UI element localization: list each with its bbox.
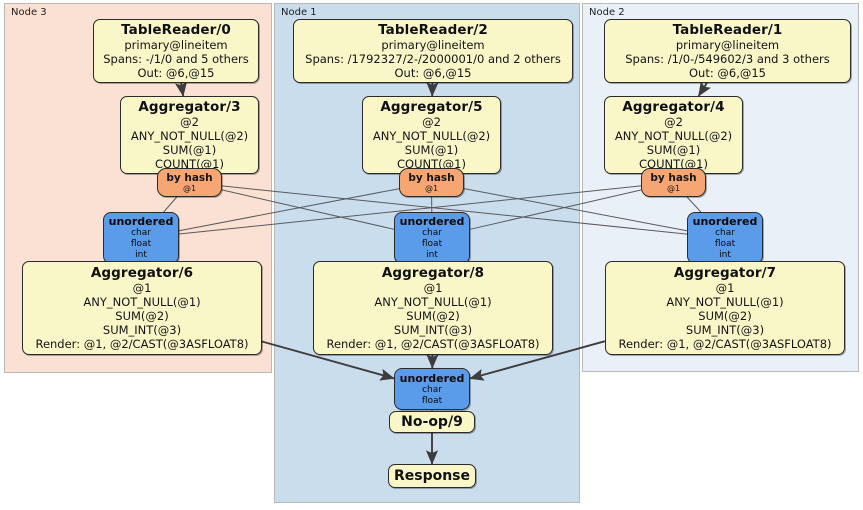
- node-detail-line: @2: [180, 115, 199, 129]
- node-title: unordered: [399, 371, 465, 385]
- node-title: unordered: [399, 215, 465, 228]
- node-detail-line: char: [131, 228, 151, 238]
- node-title: by hash: [650, 171, 697, 184]
- node-detail-line: ANY_NOT_NULL(@1): [83, 295, 201, 309]
- node-detail-line: ANY_NOT_NULL(@1): [666, 295, 784, 309]
- node-detail-line: @2: [664, 115, 683, 129]
- node-detail-line: Spans: /1792327/2-/2000001/0 and 2 other…: [305, 52, 561, 66]
- node-detail-line: @1: [423, 281, 443, 295]
- cluster-label: Node 1: [281, 7, 317, 18]
- node-detail-line: COUNT(@1): [639, 157, 708, 171]
- node-title: TableReader/1: [672, 22, 783, 38]
- node-detail-line: primary@lineitem: [381, 38, 485, 52]
- plan-node-hash5[interactable]: by hash@1: [399, 168, 464, 197]
- node-detail-line: Render: @1, @2/CAST(@3ASFLOAT8): [326, 337, 540, 351]
- node-detail-line: char: [422, 228, 442, 238]
- node-detail-line: ANY_NOT_NULL(@2): [130, 129, 249, 143]
- node-detail-line: ANY_NOT_NULL(@1): [374, 295, 492, 309]
- node-detail-line: Spans: /1/0-/549602/3 and 3 others: [625, 52, 830, 66]
- node-title: Aggregator/4: [622, 99, 725, 115]
- node-detail-line: SUM_INT(@3): [685, 323, 765, 337]
- node-detail-line: ANY_NOT_NULL(@2): [372, 129, 491, 143]
- node-title: TableReader/0: [121, 22, 231, 38]
- node-detail-line: @1: [715, 281, 735, 295]
- node-title: Aggregator/8: [381, 265, 485, 281]
- node-detail-line: Render: @1, @2/CAST(@3ASFLOAT8): [35, 337, 249, 351]
- node-detail-line: float: [421, 239, 443, 249]
- node-detail-line: SUM(@2): [698, 309, 752, 323]
- node-detail-line: SUM(@1): [162, 143, 217, 157]
- node-detail-line: @1: [182, 183, 197, 193]
- node-detail-line: SUM(@2): [115, 309, 169, 323]
- node-title: unordered: [108, 215, 174, 228]
- node-title: by hash: [408, 171, 455, 184]
- node-detail-line: float: [130, 239, 152, 249]
- plan-node-response[interactable]: Response: [388, 464, 476, 488]
- node-detail-line: @2: [422, 115, 441, 129]
- node-detail-line: @1: [424, 183, 439, 193]
- node-title: unordered: [692, 215, 758, 228]
- node-detail-line: Render: @1, @2/CAST(@3ASFLOAT8): [618, 337, 832, 351]
- plan-node-hash4[interactable]: by hash@1: [641, 168, 706, 197]
- node-title: TableReader/2: [378, 22, 488, 38]
- node-detail-line: primary@lineitem: [124, 38, 228, 52]
- plan-node-noop9[interactable]: No-op/9: [389, 411, 475, 433]
- plan-node-hash3[interactable]: by hash@1: [157, 168, 222, 197]
- node-detail-line: SUM(@2): [406, 309, 460, 323]
- node-detail-line: SUM(@1): [404, 143, 459, 157]
- node-title: Aggregator/3: [138, 99, 241, 115]
- node-detail-line: char: [422, 384, 442, 395]
- node-detail-line: Out: @6,@15: [394, 66, 472, 80]
- node-detail-line: Spans: -/1/0 and 5 others: [103, 52, 249, 66]
- node-detail-line: SUM_INT(@3): [393, 323, 473, 337]
- node-detail-line: SUM_INT(@3): [102, 323, 182, 337]
- node-detail-line: char: [715, 228, 735, 238]
- node-detail-line: primary@lineitem: [675, 38, 780, 52]
- cluster-label: Node 3: [11, 7, 47, 18]
- node-detail-line: int: [426, 250, 438, 260]
- node-title: Aggregator/5: [380, 99, 483, 115]
- node-title: No-op/9: [401, 413, 463, 430]
- node-detail-line: COUNT(@1): [397, 157, 466, 171]
- node-detail-line: int: [135, 250, 147, 260]
- node-title: by hash: [166, 171, 213, 184]
- node-detail-line: @1: [666, 183, 681, 193]
- node-detail-line: ANY_NOT_NULL(@2): [614, 129, 733, 143]
- node-detail-line: @1: [132, 281, 152, 295]
- node-detail-line: Out: @6,@15: [689, 66, 766, 80]
- node-detail-line: float: [714, 239, 736, 249]
- node-title: Response: [393, 467, 471, 484]
- node-detail-line: int: [719, 250, 731, 260]
- node-detail-line: COUNT(@1): [155, 157, 224, 171]
- node-title: Aggregator/7: [673, 265, 777, 281]
- node-detail-line: float: [421, 395, 443, 406]
- node-title: Aggregator/6: [90, 265, 194, 281]
- node-detail-line: Out: @6,@15: [137, 66, 215, 80]
- node-detail-line: SUM(@1): [646, 143, 701, 157]
- cluster-label: Node 2: [589, 7, 625, 18]
